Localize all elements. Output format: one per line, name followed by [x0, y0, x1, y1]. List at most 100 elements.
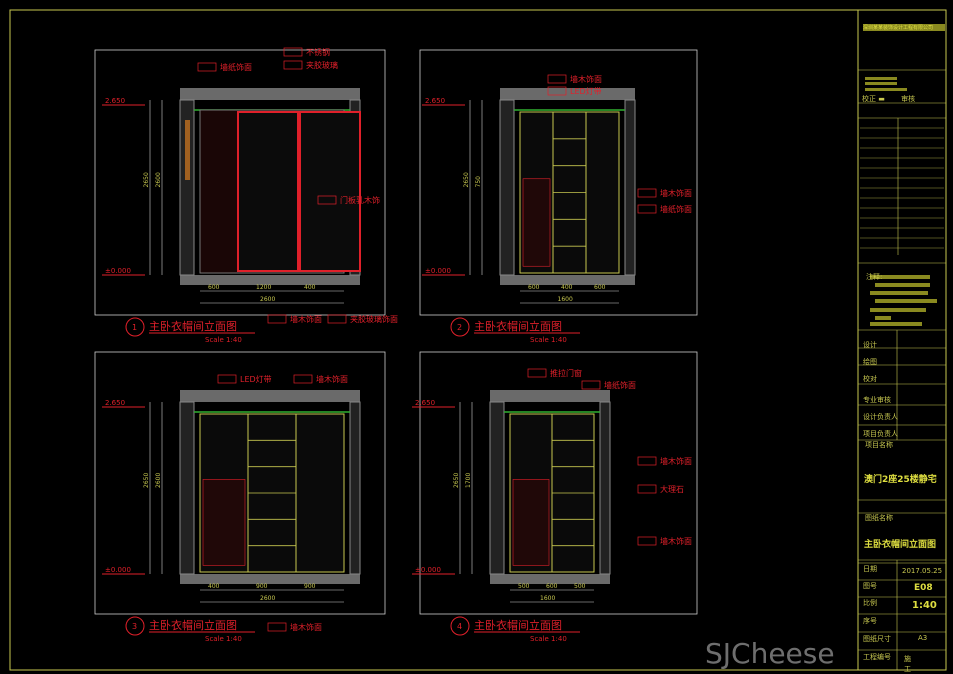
- material-label: 墙木饰面: [660, 188, 692, 198]
- material-label: 墙木饰面: [290, 314, 322, 324]
- material-label: 墙木饰面: [660, 536, 692, 546]
- view-number-bubble: [450, 317, 470, 337]
- side-light: [185, 120, 190, 180]
- view-title: 主卧衣帽间立面图: [474, 319, 562, 333]
- wall-right: [599, 401, 611, 575]
- wall-left: [489, 401, 505, 575]
- sheet-label: 图号: [863, 582, 877, 590]
- size-label: 图纸尺寸: [863, 635, 891, 643]
- stage-label: 工程编号: [863, 653, 891, 661]
- view-scale: Scale 1:40: [205, 635, 242, 643]
- width-value: 900: [256, 583, 268, 590]
- width-value: 1200: [256, 284, 271, 291]
- title-block: 深圳某某装饰设计工程有限公司 校正 ▬ 审核 注释: 设计绘图校对专业审核设计负…: [860, 10, 946, 673]
- floor-slab: [500, 275, 635, 285]
- role-label: 校对: [863, 375, 877, 383]
- view-number: 4: [457, 622, 462, 631]
- width-value: 400: [304, 284, 316, 291]
- level-floor: ±0.000: [415, 566, 441, 574]
- material-label: 墙木饰面: [570, 74, 602, 84]
- height-value: 2600: [155, 473, 162, 488]
- height-value: 750: [475, 176, 482, 188]
- level-floor: ±0.000: [425, 267, 451, 275]
- view-title: 主卧衣帽间立面图: [474, 618, 562, 632]
- view-scale: Scale 1:40: [205, 336, 242, 344]
- note-line: [875, 283, 930, 287]
- width-value: 400: [208, 583, 220, 590]
- material-label: LED灯带: [240, 374, 272, 384]
- material-label: 夹胶玻璃: [306, 60, 338, 70]
- material-tag: [527, 368, 547, 378]
- note-line: [870, 322, 922, 326]
- stage-value: 施工: [904, 655, 929, 673]
- ceiling-slab: [490, 390, 610, 402]
- drawer-panel: [512, 479, 550, 566]
- material-label: 墙纸饰面: [604, 380, 636, 390]
- role-label: 绘图: [863, 358, 877, 366]
- level-top: 2.650: [105, 97, 125, 105]
- level-floor: ±0.000: [105, 566, 131, 574]
- material-label: 墙纸饰面: [220, 62, 252, 72]
- level-top: 2.650: [415, 399, 435, 407]
- material-tag: [317, 195, 337, 205]
- sheet-value: E08: [914, 583, 933, 593]
- material-tag: [217, 374, 237, 384]
- material-label: 大理石: [660, 484, 684, 494]
- stamp-line: [865, 88, 907, 91]
- view-frame: [419, 49, 698, 316]
- watermark: SJCheese: [705, 637, 835, 670]
- height-value: 2650: [453, 473, 460, 488]
- view-title: 主卧衣帽间立面图: [149, 319, 237, 333]
- date-label: 日期: [863, 565, 877, 573]
- width-value: 600: [546, 583, 558, 590]
- wall-left: [179, 401, 195, 575]
- project-name: 澳门2座25楼静宅: [864, 475, 937, 485]
- width-value: 500: [518, 583, 530, 590]
- total-width: 2600: [260, 595, 275, 602]
- view-number: 1: [132, 323, 137, 332]
- material-label: 墙木饰面: [660, 456, 692, 466]
- material-tag: [267, 314, 287, 324]
- width-value: 600: [208, 284, 220, 291]
- material-label: 推拉门窗: [550, 368, 582, 378]
- height-value: 2600: [155, 172, 162, 187]
- seq-label: 序号: [863, 617, 877, 625]
- note-line: [870, 275, 930, 279]
- notes-label: 注释:: [866, 273, 883, 281]
- level-floor: ±0.000: [105, 267, 131, 275]
- material-label: 夹胶玻璃饰面: [350, 314, 398, 324]
- role-label: 设计负责人: [863, 413, 898, 421]
- material-tag: [327, 314, 347, 324]
- material-tag: [637, 536, 657, 546]
- total-width: 2600: [260, 296, 275, 303]
- height-value: 2650: [143, 172, 150, 187]
- material-tag: [267, 622, 287, 632]
- material-label: 不锈钢: [306, 47, 330, 57]
- material-tag: [547, 86, 567, 96]
- size-value: A3: [918, 634, 928, 642]
- stamp-line: [865, 82, 897, 85]
- view-frame: [94, 351, 386, 615]
- view-frame: [419, 351, 698, 615]
- ceiling-slab: [180, 88, 360, 100]
- wall-left: [179, 99, 195, 276]
- note-line: [870, 308, 926, 312]
- wall-right: [349, 401, 361, 575]
- height-value: 1700: [465, 473, 472, 488]
- material-tag: [637, 188, 657, 198]
- width-value: 600: [594, 284, 606, 291]
- material-tag: [283, 60, 303, 70]
- door-leaf: [237, 111, 299, 272]
- material-tag: [293, 374, 313, 384]
- material-label: 门板乳木饰: [340, 195, 380, 205]
- view-scale: Scale 1:40: [530, 635, 567, 643]
- floor-slab: [180, 275, 360, 285]
- height-value: 2650: [143, 473, 150, 488]
- height-value: 2650: [463, 172, 470, 187]
- view-scale: Scale 1:40: [530, 336, 567, 344]
- material-tag: [283, 47, 303, 57]
- width-value: 400: [561, 284, 573, 291]
